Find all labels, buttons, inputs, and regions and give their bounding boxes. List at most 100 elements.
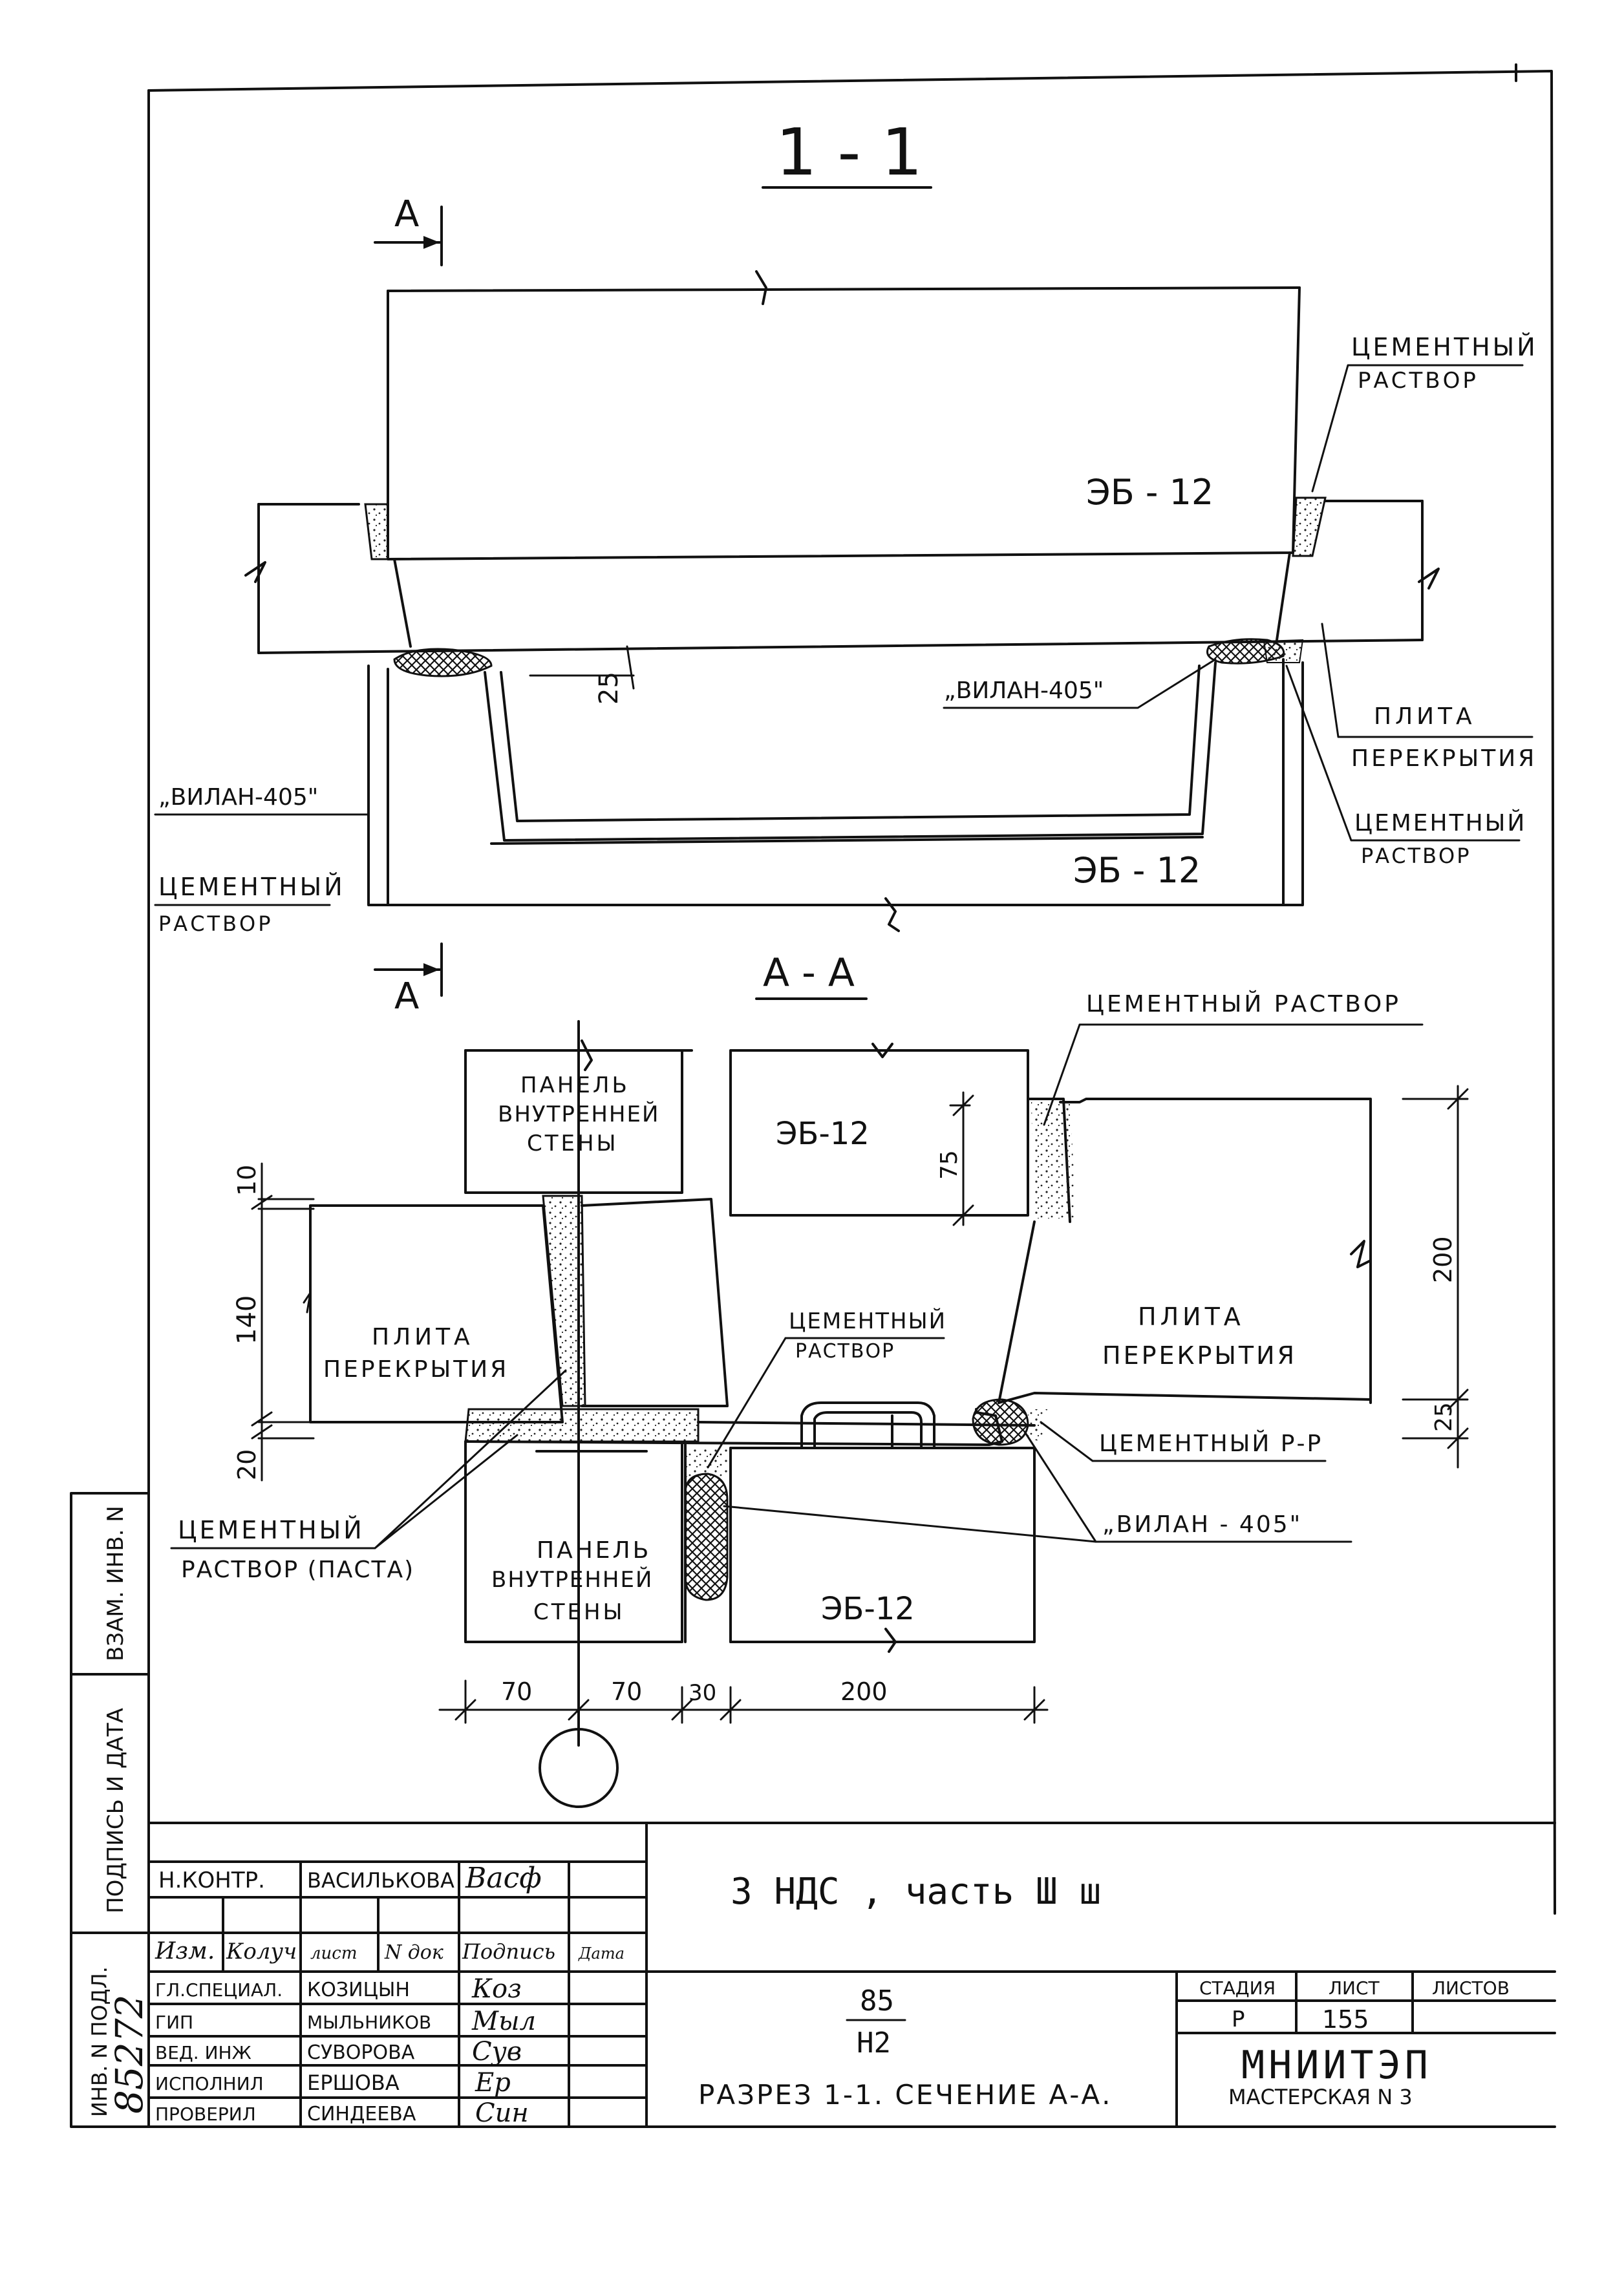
sheet-frame — [70, 63, 1556, 2128]
org-name: МНИИТЭП — [1241, 2043, 1432, 2088]
svg-text:ПЛИТА: ПЛИТА — [1138, 1303, 1245, 1331]
svg-text:ПРОВЕРИЛ: ПРОВЕРИЛ — [155, 2103, 256, 2125]
cut-mark-bottom: А — [374, 942, 443, 1017]
svg-text:„ВИЛАН - 405": „ВИЛАН - 405" — [1102, 1511, 1302, 1538]
svg-text:140: 140 — [232, 1295, 262, 1345]
svg-text:10: 10 — [233, 1165, 261, 1196]
svg-text:А: А — [394, 193, 419, 235]
svg-text:СТЕНЫ: СТЕНЫ — [527, 1131, 619, 1156]
svg-text:ПЕРЕКРЫТИЯ: ПЕРЕКРЫТИЯ — [1351, 745, 1537, 772]
svg-text:Син: Син — [475, 2098, 529, 2128]
stamp-vzam: ВЗАМ. ИНВ. N — [103, 1506, 129, 1661]
svg-text:ИСПОЛНИЛ: ИСПОЛНИЛ — [155, 2073, 264, 2094]
label-eb12-upper: ЭБ - 12 — [1086, 472, 1213, 513]
plita-right — [998, 1220, 1372, 1404]
svg-text:ЭБ-12: ЭБ-12 — [776, 1116, 870, 1152]
side-stamp: ВЗАМ. ИНВ. N ПОДПИСЬ И ДАТА ИНВ. N ПОДЛ.… — [87, 1506, 151, 2117]
svg-text:200: 200 — [840, 1677, 888, 1706]
plita-left — [309, 1198, 729, 1423]
svg-text:СТАДИЯ: СТАДИЯ — [1199, 1977, 1276, 1999]
svg-text:лист: лист — [310, 1944, 358, 1963]
svg-text:ПАНЕЛЬ: ПАНЕЛЬ — [537, 1537, 651, 1564]
svg-text:„ВИЛАН-405": „ВИЛАН-405" — [158, 784, 318, 811]
svg-text:75: 75 — [936, 1150, 963, 1180]
section-1-1: 1 - 1 А А ЭБ - 12 — [154, 114, 1538, 1017]
code-bottom: Н2 — [857, 2027, 891, 2060]
svg-text:ЭБ-12: ЭБ-12 — [821, 1591, 915, 1627]
panel-bottom — [464, 1440, 1036, 1653]
svg-text:РАСТВОР: РАСТВОР — [158, 911, 273, 936]
svg-text:ВАСИЛЬКОВА: ВАСИЛЬКОВА — [307, 1868, 454, 1893]
svg-text:155: 155 — [1322, 2005, 1369, 2034]
axis-circle — [539, 1728, 619, 1808]
svg-text:ЦЕМЕНТНЫЙ: ЦЕМЕНТНЫЙ — [1351, 333, 1538, 361]
svg-text:ЦЕМЕНТНЫЙ: ЦЕМЕНТНЫЙ — [789, 1308, 946, 1334]
vilan-strip-vertical — [684, 1473, 729, 1601]
svg-text:Изм.: Изм. — [155, 1938, 215, 1964]
svg-text:ВЕД. ИНЖ: ВЕД. ИНЖ — [155, 2042, 251, 2063]
svg-text:20: 20 — [233, 1449, 261, 1480]
svg-text:Ер: Ер — [475, 2068, 511, 2098]
dims-right-aa — [949, 1085, 1469, 1469]
svg-text:МЫЛЬНИКОВ: МЫЛЬНИКОВ — [307, 2012, 431, 2033]
section-1-1-title: 1 - 1 — [776, 114, 923, 190]
svg-text:Коз: Коз — [471, 1974, 522, 2004]
callouts-section11-left: „ВИЛАН-405" ЦЕМЕНТНЫЙ РАСТВОР — [154, 784, 370, 936]
svg-text:ЦЕМЕНТНЫЙ РАСТВОР: ЦЕМЕНТНЫЙ РАСТВОР — [1086, 990, 1401, 1017]
svg-text:N док: N док — [384, 1941, 443, 1964]
svg-text:ВНУТРЕННЕЙ: ВНУТРЕННЕЙ — [498, 1101, 659, 1127]
svg-text:РАСТВОР: РАСТВОР — [1361, 844, 1471, 868]
dim-25-section11: 25 — [529, 645, 635, 705]
svg-text:Колуч: Колуч — [226, 1939, 297, 1964]
svg-text:ЕРШОВА: ЕРШОВА — [307, 2070, 400, 2095]
svg-text:ЦЕМЕНТНЫЙ Р-Р: ЦЕМЕНТНЫЙ Р-Р — [1099, 1430, 1323, 1457]
svg-text:„ВИЛАН-405": „ВИЛАН-405" — [944, 677, 1104, 704]
svg-text:РАСТВОР: РАСТВОР — [795, 1340, 895, 1363]
section-a-a: А - А ПАНЕЛЬ ВНУТРЕННЕЙ СТЕНЫ ЭБ-12 ПЛИТ… — [170, 950, 1469, 1808]
callouts-section11-right: ЦЕМЕНТНЫЙ РАСТВОР „ВИЛАН-405" ПЛИТА ПЕРЕ… — [943, 333, 1538, 868]
svg-text:А: А — [394, 975, 419, 1017]
svg-text:Н.КОНТР.: Н.КОНТР. — [158, 1868, 265, 1893]
svg-text:ПЛИТА: ПЛИТА — [1374, 703, 1476, 730]
svg-text:25: 25 — [1431, 1402, 1457, 1432]
project-name: 3 НДС , часть Ш ш — [731, 1871, 1101, 1913]
svg-text:ЛИСТ: ЛИСТ — [1329, 1977, 1380, 1999]
dims-bottom-aa — [438, 1679, 1049, 1724]
svg-text:ВНУТРЕННЕЙ: ВНУТРЕННЕЙ — [491, 1566, 653, 1593]
eb12-upper-block — [244, 270, 1440, 654]
svg-text:РАСТВОР (ПАСТА): РАСТВОР (ПАСТА) — [181, 1557, 414, 1583]
sheet-title: РАЗРЕЗ 1-1. СЕЧЕНИЕ А-А. — [698, 2079, 1112, 2111]
svg-text:Подпись: Подпись — [462, 1939, 555, 1964]
stamp-inv: ИНВ. N ПОДЛ. — [87, 1966, 112, 2117]
vilan-gasket-aa-right — [972, 1398, 1029, 1446]
svg-text:РАСТВОР: РАСТВОР — [1358, 368, 1479, 394]
svg-text:ЦЕМЕНТНЫЙ: ЦЕМЕНТНЫЙ — [1354, 809, 1526, 836]
joint-cement — [542, 1195, 586, 1407]
title-block: Н.КОНТР. ВАСИЛЬКОВА Васф Изм. Колуч лист… — [147, 1822, 1556, 2128]
cement-fill-right — [1292, 496, 1327, 557]
svg-text:ЛИСТОВ: ЛИСТОВ — [1432, 1977, 1510, 1999]
svg-text:СТЕНЫ: СТЕНЫ — [533, 1599, 625, 1625]
stamp-podpis: ПОДПИСЬ И ДАТА — [103, 1708, 129, 1913]
svg-text:70: 70 — [501, 1677, 532, 1706]
svg-text:Р: Р — [1232, 2007, 1245, 2032]
org-sub: МАСТЕРСКАЯ N 3 — [1228, 2085, 1413, 2109]
svg-text:СУВОРОВА: СУВОРОВА — [307, 2041, 415, 2064]
cement-fill-left — [364, 503, 389, 560]
svg-text:СИНДЕЕВА: СИНДЕЕВА — [307, 2103, 416, 2125]
svg-text:ЦЕМЕНТНЫЙ: ЦЕМЕНТНЫЙ — [178, 1516, 365, 1544]
svg-text:ГЛ.СПЕЦИАЛ.: ГЛ.СПЕЦИАЛ. — [155, 1979, 283, 2001]
label-eb12-lower: ЭБ - 12 — [1073, 850, 1201, 891]
svg-text:25: 25 — [594, 672, 624, 705]
svg-text:ПЕРЕКРЫТИЯ: ПЕРЕКРЫТИЯ — [323, 1356, 509, 1383]
eb12-lower-block — [367, 658, 1304, 932]
svg-text:30: 30 — [689, 1680, 716, 1706]
svg-text:ПЕРЕКРЫТИЯ: ПЕРЕКРЫТИЯ — [1102, 1341, 1297, 1370]
svg-text:Сув: Сув — [472, 2037, 522, 2067]
svg-text:70: 70 — [611, 1677, 642, 1706]
svg-text:Дата: Дата — [578, 1944, 625, 1963]
stamp-inv-value: 85272 — [107, 1994, 151, 2114]
svg-text:ПАНЕЛЬ: ПАНЕЛЬ — [520, 1072, 630, 1098]
code-top: 85 — [860, 1985, 894, 2017]
vilan-gasket-left — [393, 648, 493, 677]
